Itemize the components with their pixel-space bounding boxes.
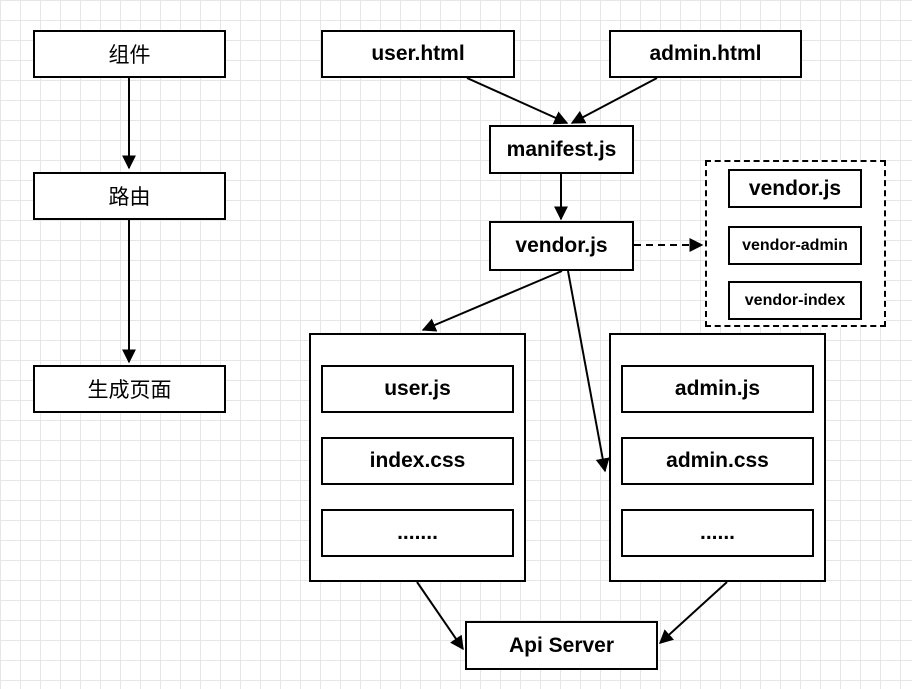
admin-css-node: admin.css [621,437,814,485]
arrow-vendor-to-admin-bundle [567,270,610,473]
user-bundle-more-node: ....... [321,509,514,557]
user-js-node: user.js [321,365,514,413]
vendor-group-vendor-js: vendor.js [728,169,862,208]
admin-bundle-more-node: ...... [621,509,814,557]
user-html-node: user.html [321,30,515,78]
manifest-node: manifest.js [489,125,634,174]
router-node: 路由 [33,172,226,220]
arrow-user-html-to-manifest [466,77,569,125]
api-server-node: Api Server [465,621,658,670]
index-css-node: index.css [321,437,514,485]
vendor-node: vendor.js [489,221,634,271]
admin-js-node: admin.js [621,365,814,413]
arrow-user-bundle-to-api-server [416,581,464,651]
arrow-admin-bundle-to-api-server [658,581,728,644]
generate-page-node: 生成页面 [33,365,226,413]
arrow-admin-html-to-manifest [570,77,658,124]
admin-html-node: admin.html [609,30,802,78]
vendor-group-vendor-admin: vendor-admin [728,226,862,265]
component-node: 组件 [33,30,226,78]
arrow-vendor-to-user-bundle [421,270,563,332]
vendor-group-vendor-index: vendor-index [728,281,862,320]
